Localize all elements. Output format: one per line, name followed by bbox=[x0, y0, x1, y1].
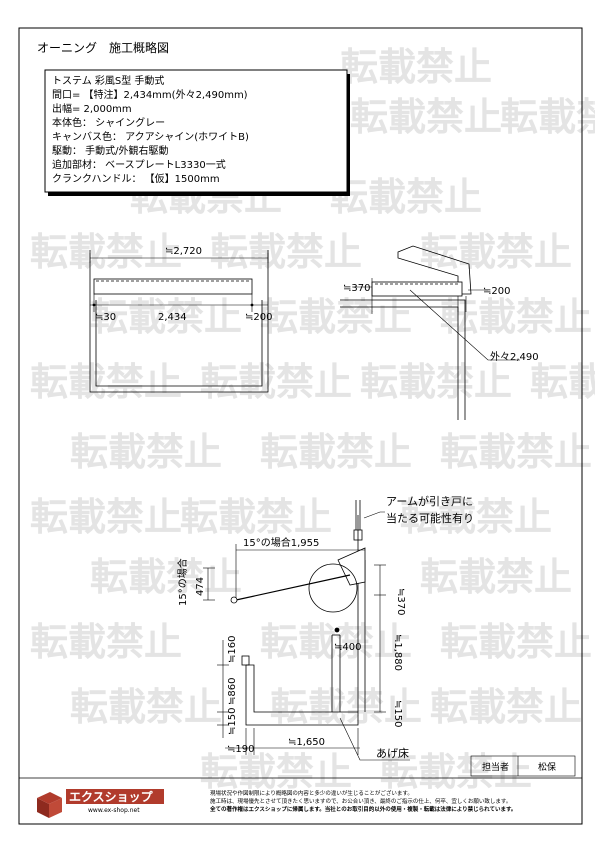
spec-line: 駆動： 手動式/外観右駆動 bbox=[52, 144, 169, 157]
detail-leader bbox=[409, 289, 520, 361]
detail-dim-outer: 外々2,490 bbox=[490, 351, 539, 363]
plan-view bbox=[89, 250, 269, 393]
staff-name: 松保 bbox=[538, 761, 556, 773]
watermark-text: 転載禁止 bbox=[430, 685, 582, 729]
section-dim-400: ≒400 bbox=[334, 642, 361, 653]
spec-line: クランクハンドル： 【仮】1500mm bbox=[52, 172, 220, 185]
detail-dim-200: ≒200 bbox=[483, 286, 510, 297]
plan-wall bbox=[89, 250, 269, 393]
corner-detail bbox=[340, 245, 520, 420]
watermark-text: 転載禁止 bbox=[260, 620, 412, 664]
footer-note: 全ての著作権はエクスショップに帰属します。当社とのお取引目的以外の使用・複製・転… bbox=[209, 805, 516, 813]
logo-url: www.ex-shop.net bbox=[88, 807, 140, 814]
section-note-2: 当たる可能性有り bbox=[386, 511, 474, 525]
section-angle-width: 15°の場合1,955 bbox=[243, 536, 319, 549]
note-leader bbox=[363, 511, 385, 519]
watermark-text: 転載禁止 bbox=[200, 360, 352, 404]
watermark-text: 転載禁止 bbox=[420, 555, 572, 599]
spec-line: キャンバス色： アクアシャイン(ホワイトB) bbox=[52, 130, 249, 143]
section-dim-150-right: ≒150 bbox=[392, 700, 403, 727]
watermark-text: 転載禁止 bbox=[360, 360, 512, 404]
watermark-text: 転載禁止 bbox=[30, 230, 182, 274]
logo-text: エクスショップ bbox=[69, 789, 154, 804]
watermark-text: 転載禁止 bbox=[90, 555, 242, 599]
watermark-text: 転載禁止 bbox=[400, 495, 552, 539]
section-dim-160: ≒160 bbox=[227, 636, 238, 663]
watermark-text: 転載禁止 bbox=[30, 360, 182, 404]
watermark-text: 転載禁止 bbox=[420, 230, 572, 274]
spec-line: トステム 彩風S型 手動式 bbox=[52, 74, 164, 87]
watermark-text: 転載禁止 bbox=[260, 295, 412, 339]
section-dim-370: ≒370 bbox=[395, 588, 406, 615]
watermark-text: 転載禁止 bbox=[440, 620, 592, 664]
watermark-text: 転載禁止 bbox=[330, 175, 482, 219]
footer-note: 現場状況や作図制限により概略図の内容と多少の違いが生じることがございます。 bbox=[210, 789, 413, 797]
plan-awning-box bbox=[93, 278, 253, 295]
watermark-text: 転載禁止 bbox=[70, 685, 222, 729]
section-dim-1650: ≒1,650 bbox=[288, 737, 325, 748]
watermark-text: 転載禁止 bbox=[210, 230, 362, 274]
section-dim-190: ≒190 bbox=[227, 744, 254, 755]
sheet-border bbox=[18, 27, 583, 825]
watermark-text: 転載禁止 bbox=[380, 750, 532, 794]
watermark-text: 転載禁止 bbox=[350, 95, 502, 139]
spec-line: 間口= 【特注】2,434mm(外々2,490mm) bbox=[52, 88, 248, 101]
section-angle-label: 15°の場合 bbox=[176, 558, 189, 606]
watermark-text: 転載禁止 bbox=[260, 430, 412, 474]
watermark-text: 転載禁止 bbox=[270, 685, 422, 729]
detail-wall-outer bbox=[340, 299, 466, 420]
watermark-text: 転載禁止 bbox=[440, 430, 592, 474]
raised-floor bbox=[245, 664, 359, 726]
section-dim-150-left: ≒150 bbox=[227, 708, 238, 735]
spec-box bbox=[44, 69, 348, 193]
arm-clearance-circle bbox=[308, 563, 358, 613]
section-bracket bbox=[353, 529, 363, 541]
footer-notes: 現場状況や作図制限により概略図の内容と多少の違いが生じることがございます。施工時… bbox=[209, 789, 516, 813]
watermark-text: 転載禁止 bbox=[180, 495, 332, 539]
plan-dim-mid: 2,434 bbox=[158, 312, 187, 323]
plan-dim-top: ≒2,720 bbox=[165, 246, 202, 257]
awning-arm bbox=[235, 574, 351, 601]
section-note-1: アームが引き戸に bbox=[386, 494, 473, 508]
spec-line: 本体色： シャイングレー bbox=[52, 116, 165, 129]
spec-line: 出幅= 2,000mm bbox=[52, 102, 132, 115]
logo-box-icon bbox=[37, 792, 62, 818]
watermark-text: 転載禁止 bbox=[530, 360, 595, 404]
plan-dim-left: ≒30 bbox=[95, 312, 116, 323]
staff-label: 担当者 bbox=[482, 761, 509, 773]
spec-line: 追加部材： ベースプレートL3330一式 bbox=[52, 158, 226, 171]
section-view bbox=[203, 500, 410, 761]
watermark-text: 転載禁止 bbox=[70, 430, 222, 474]
watermark-text: 転載禁止 bbox=[30, 620, 182, 664]
section-angle-value: 474 bbox=[195, 577, 206, 596]
watermark-text: 転載禁止 bbox=[500, 95, 595, 139]
watermark-text: 転載禁止 bbox=[440, 295, 592, 339]
footer-note: 施工時は、現場優先とさせて頂きたく思いますので、お公合い頂き、最終のご指示の仕上… bbox=[210, 797, 511, 805]
drawing-title: オーニング 施工概略図 bbox=[37, 40, 169, 55]
detail-awning bbox=[397, 245, 472, 295]
section-dim-1880: ≒1,880 bbox=[392, 634, 403, 671]
detail-dim-370: ≒370 bbox=[343, 283, 370, 294]
section-floor-label: あげ床 bbox=[376, 746, 409, 760]
watermark-text: 転載禁止 bbox=[30, 495, 182, 539]
plan-dim-right: ≒200 bbox=[245, 312, 272, 323]
watermark-text: 転載禁止 bbox=[90, 295, 242, 339]
watermark-text: 転載禁止 bbox=[200, 750, 352, 794]
staff-table bbox=[470, 755, 576, 777]
company-logo: エクスショップ www.ex-shop.net bbox=[37, 789, 164, 818]
watermark-text: 転載禁止 bbox=[340, 45, 492, 89]
section-dim-860: ≒860 bbox=[227, 678, 238, 705]
floor-leader bbox=[339, 717, 410, 761]
plan-wall-inner bbox=[95, 300, 263, 387]
